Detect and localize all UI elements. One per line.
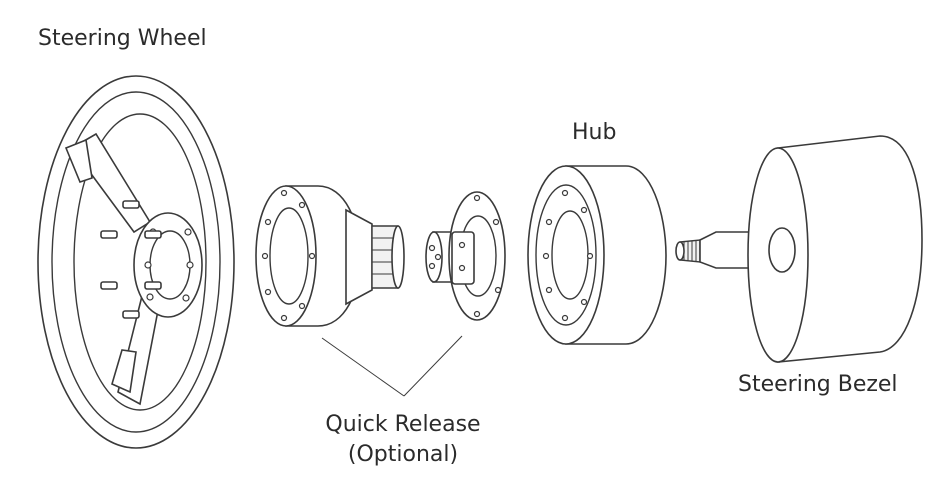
hub	[527, 165, 667, 345]
quick-release-optional-label: (Optional)	[347, 442, 459, 467]
wheel-center-plate	[133, 212, 203, 318]
quick-release-adapter	[425, 191, 506, 321]
quick-release-pointer	[321, 335, 463, 397]
hub-label: Hub	[572, 120, 617, 145]
steering-bezel-label: Steering Bezel	[738, 372, 898, 397]
quick-release-label: Quick Release	[325, 412, 481, 437]
quick-release-ring	[255, 185, 405, 327]
steering-bezel	[747, 135, 923, 363]
steering-wheel	[37, 75, 235, 449]
wheel-bolts	[100, 200, 162, 319]
steering-wheel-label: Steering Wheel	[38, 26, 207, 51]
